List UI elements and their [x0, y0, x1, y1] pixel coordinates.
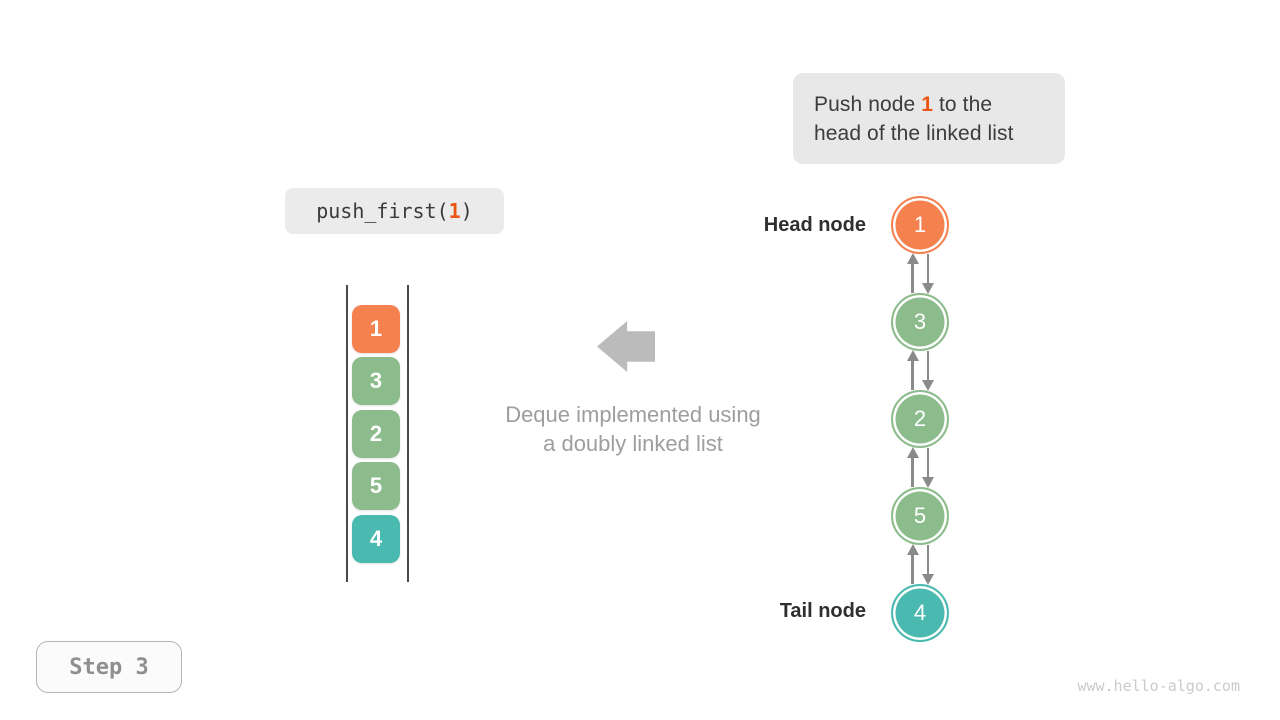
array-right-rail: [407, 285, 409, 582]
array-cell: 2: [352, 410, 400, 458]
deque-caption: Deque implemented using a doubly linked …: [460, 400, 806, 458]
code-highlight-value: 1: [448, 199, 461, 223]
double-arrow-icon: [906, 350, 934, 391]
instruction-text-before: Push node: [814, 92, 922, 116]
linked-list-node: 2: [891, 390, 949, 448]
array-cell: 3: [352, 357, 400, 405]
linked-list-node: 4: [891, 584, 949, 642]
double-arrow-icon: [906, 447, 934, 488]
tail-node-label: Tail node: [779, 600, 866, 622]
linked-list-node: 5: [891, 487, 949, 545]
instruction-text: Push node 1 to the head of the linked li…: [814, 90, 1044, 148]
array-cell: 1: [352, 305, 400, 353]
linked-list-node: 3: [891, 293, 949, 351]
deque-array-view: 1 3 2 5 4: [346, 285, 409, 582]
instruction-text-after: to the head of the linked list: [814, 92, 1014, 145]
code-text-before: push_first(: [316, 199, 449, 223]
array-left-rail: [346, 285, 348, 582]
left-block-arrow-icon: [597, 321, 655, 372]
linked-list: 1 3 2 5 4: [891, 196, 949, 642]
head-node-label: Head node: [763, 214, 866, 236]
array-cell: 5: [352, 462, 400, 510]
linked-list-node: 1: [891, 196, 949, 254]
code-text-after: ): [460, 199, 473, 223]
deque-caption-line2: a doubly linked list: [543, 431, 723, 456]
code-call-box: push_first(1): [285, 188, 504, 234]
step-badge: Step 3: [36, 641, 182, 693]
deque-caption-line1: Deque implemented using: [505, 402, 761, 427]
double-arrow-icon: [906, 544, 934, 585]
double-arrow-icon: [906, 253, 934, 294]
watermark: www.hello-algo.com: [1077, 677, 1240, 695]
array-cell: 4: [352, 515, 400, 563]
instruction-callout: Push node 1 to the head of the linked li…: [793, 73, 1065, 164]
instruction-highlight-value: 1: [921, 92, 934, 116]
